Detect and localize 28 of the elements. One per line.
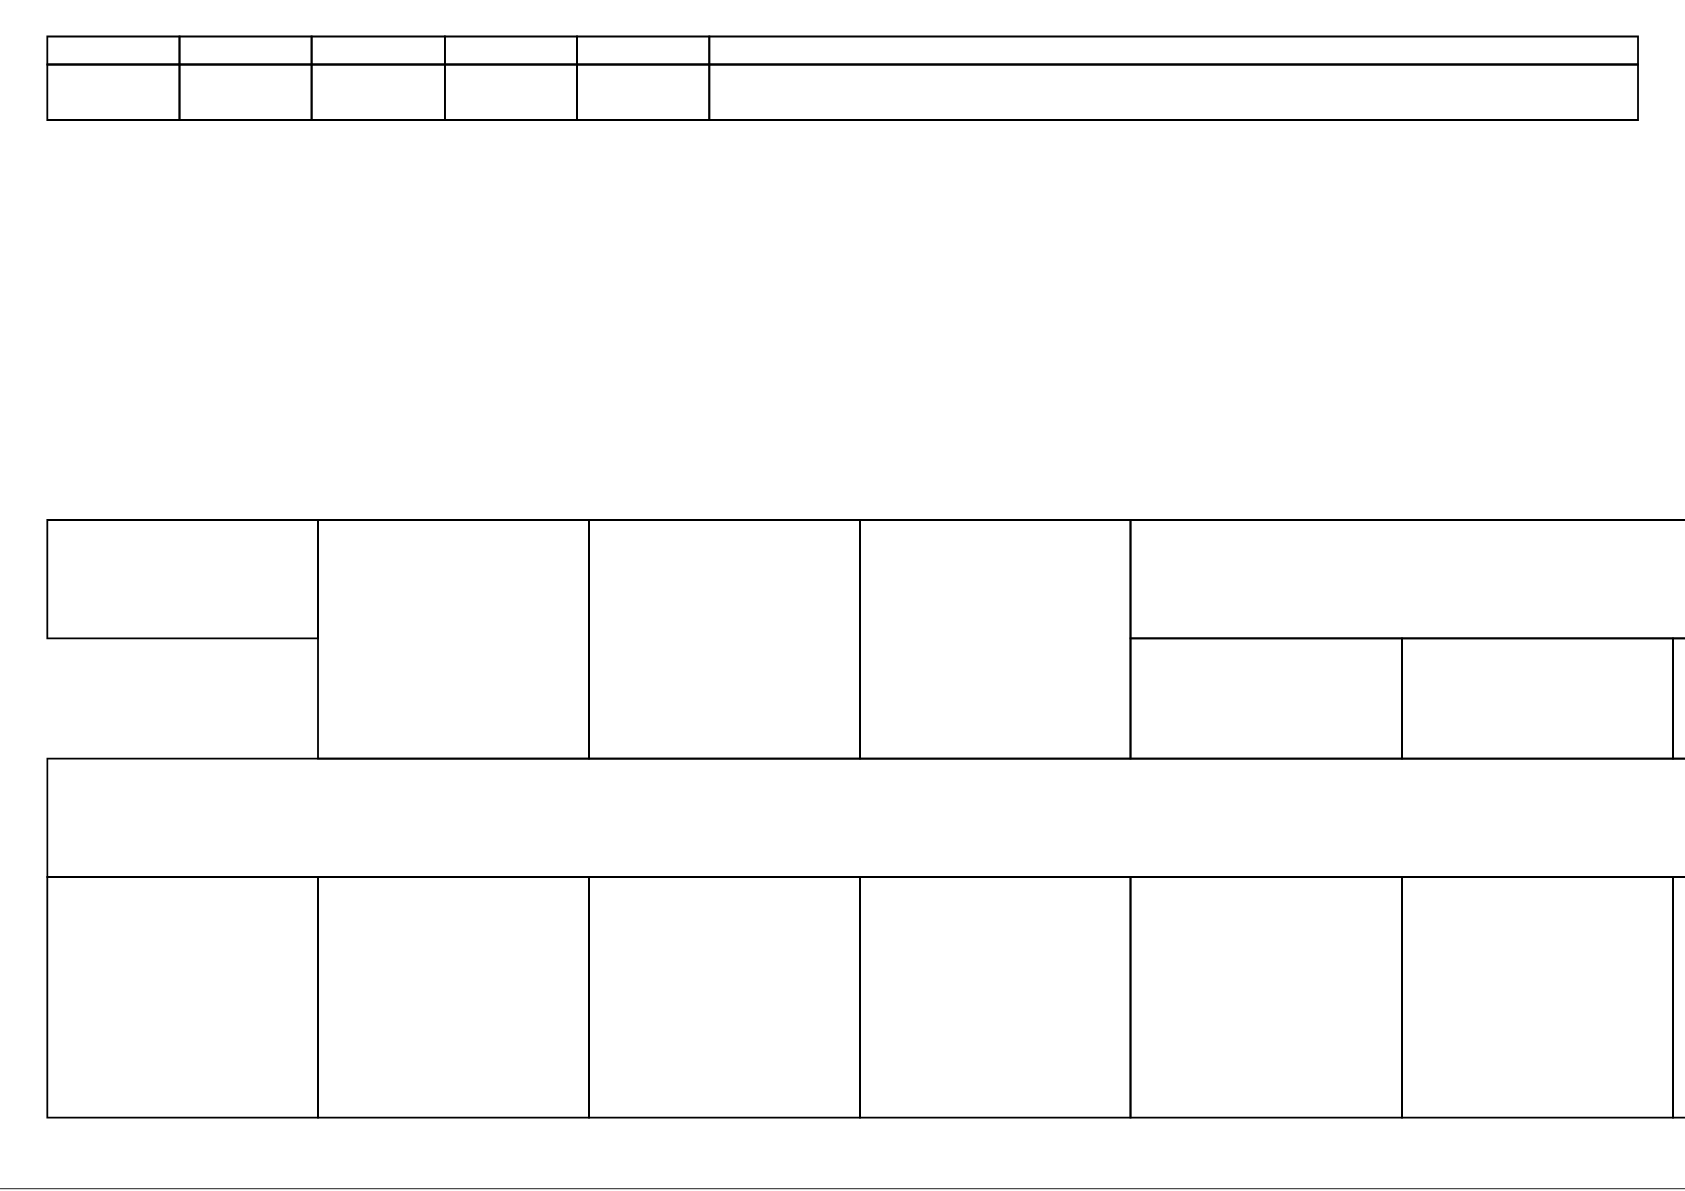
empty-box [1672,876,1685,1119]
empty-box [859,519,1132,760]
empty-box [588,876,861,1119]
empty-box [1129,519,1685,640]
empty-box [46,876,319,1119]
empty-box [317,876,590,1119]
table-cell [576,63,711,121]
empty-box [46,519,319,640]
empty-box [1401,637,1674,760]
table-cell [708,63,1639,121]
table-cell [310,63,446,121]
empty-box [588,519,861,760]
empty-box [859,876,1132,1119]
empty-box [1129,876,1403,1119]
table-cell [444,63,578,121]
empty-box [317,519,590,760]
table-cell [310,35,446,66]
empty-box [1129,637,1403,760]
table-cell [46,63,181,121]
table-cell [178,35,313,66]
table-cell [46,35,181,66]
table-cell [178,63,313,121]
table-cell [576,35,711,66]
table-cell [708,35,1639,66]
empty-box [46,757,1685,878]
table-cell [444,35,578,66]
empty-box [1401,876,1674,1119]
empty-box [1672,637,1685,760]
